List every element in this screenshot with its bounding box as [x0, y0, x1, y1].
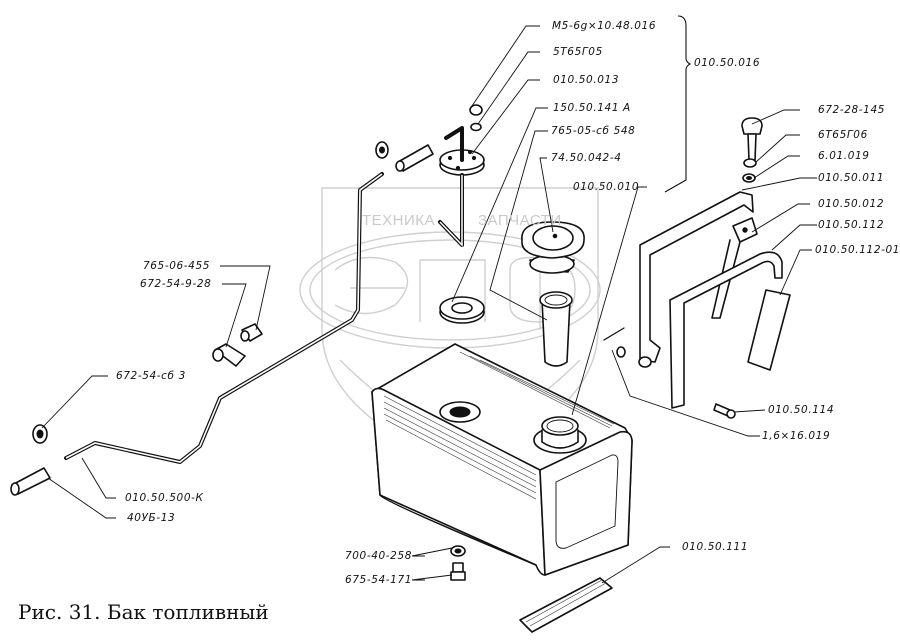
filler-cap	[521, 221, 585, 274]
filler-neck	[539, 291, 573, 367]
callout-label: 765-05-сб 548	[551, 125, 636, 137]
hose-40ub-13	[10, 467, 51, 496]
callout-label: 010.50.112	[818, 219, 885, 231]
screw-and-washer	[469, 104, 483, 132]
callout-label: 675-54-171	[345, 574, 413, 586]
bolt-and-washers	[741, 117, 763, 183]
watermark-text-right: ЗАПЧАСТИ	[478, 212, 562, 229]
callout-label: 74.50.042-4	[551, 152, 622, 164]
fuel-intake-tube	[438, 126, 485, 247]
callout-label: M5-6g×10.48.016	[552, 20, 657, 32]
grommet	[32, 424, 48, 444]
top-grommet-and-hose	[375, 141, 434, 172]
group-bracket-label: 010.50.016	[694, 57, 761, 69]
callout-label: 700-40-258	[345, 550, 413, 562]
callout-label: 010.50.500-К	[125, 492, 204, 504]
drain-plug	[450, 545, 466, 581]
fuel-tank	[371, 343, 633, 576]
callout-label: 765-06-455	[143, 260, 211, 272]
watermark-text-left: ТЕХНИКА	[362, 212, 436, 229]
tank-straps	[603, 191, 791, 419]
clamp-and-hose	[212, 323, 263, 367]
callout-label: 672-54-9-28	[140, 278, 212, 290]
leader-lines	[41, 15, 817, 584]
callout-label: 1,6×16.019	[762, 430, 831, 442]
callout-label: 010.50.012	[818, 198, 885, 210]
gasket-ring	[439, 296, 485, 324]
fuel-line	[64, 172, 384, 464]
pad-strip	[519, 577, 613, 633]
callout-label: 672-28-145	[818, 104, 886, 116]
callout-label: 40УБ-13	[127, 512, 176, 524]
callout-label: 6.01.019	[818, 150, 870, 162]
callout-label: 672-54-сб 3	[116, 370, 186, 382]
callout-label: 010.50.114	[768, 404, 835, 416]
callout-label: 5Т65Г05	[553, 46, 603, 58]
callout-label: 150.50.141 А	[553, 102, 631, 114]
callout-label: 010.50.013	[553, 74, 620, 86]
figure-caption: Рис. 31. Бак топливный	[18, 600, 269, 624]
callout-label: 010.50.111	[682, 541, 749, 553]
callout-label: 6Т65Г06	[818, 129, 868, 141]
callout-label: 010.50.011	[818, 172, 885, 184]
callout-label: 010.50.010	[573, 181, 640, 193]
callout-label: 010.50.112-01	[815, 244, 900, 256]
